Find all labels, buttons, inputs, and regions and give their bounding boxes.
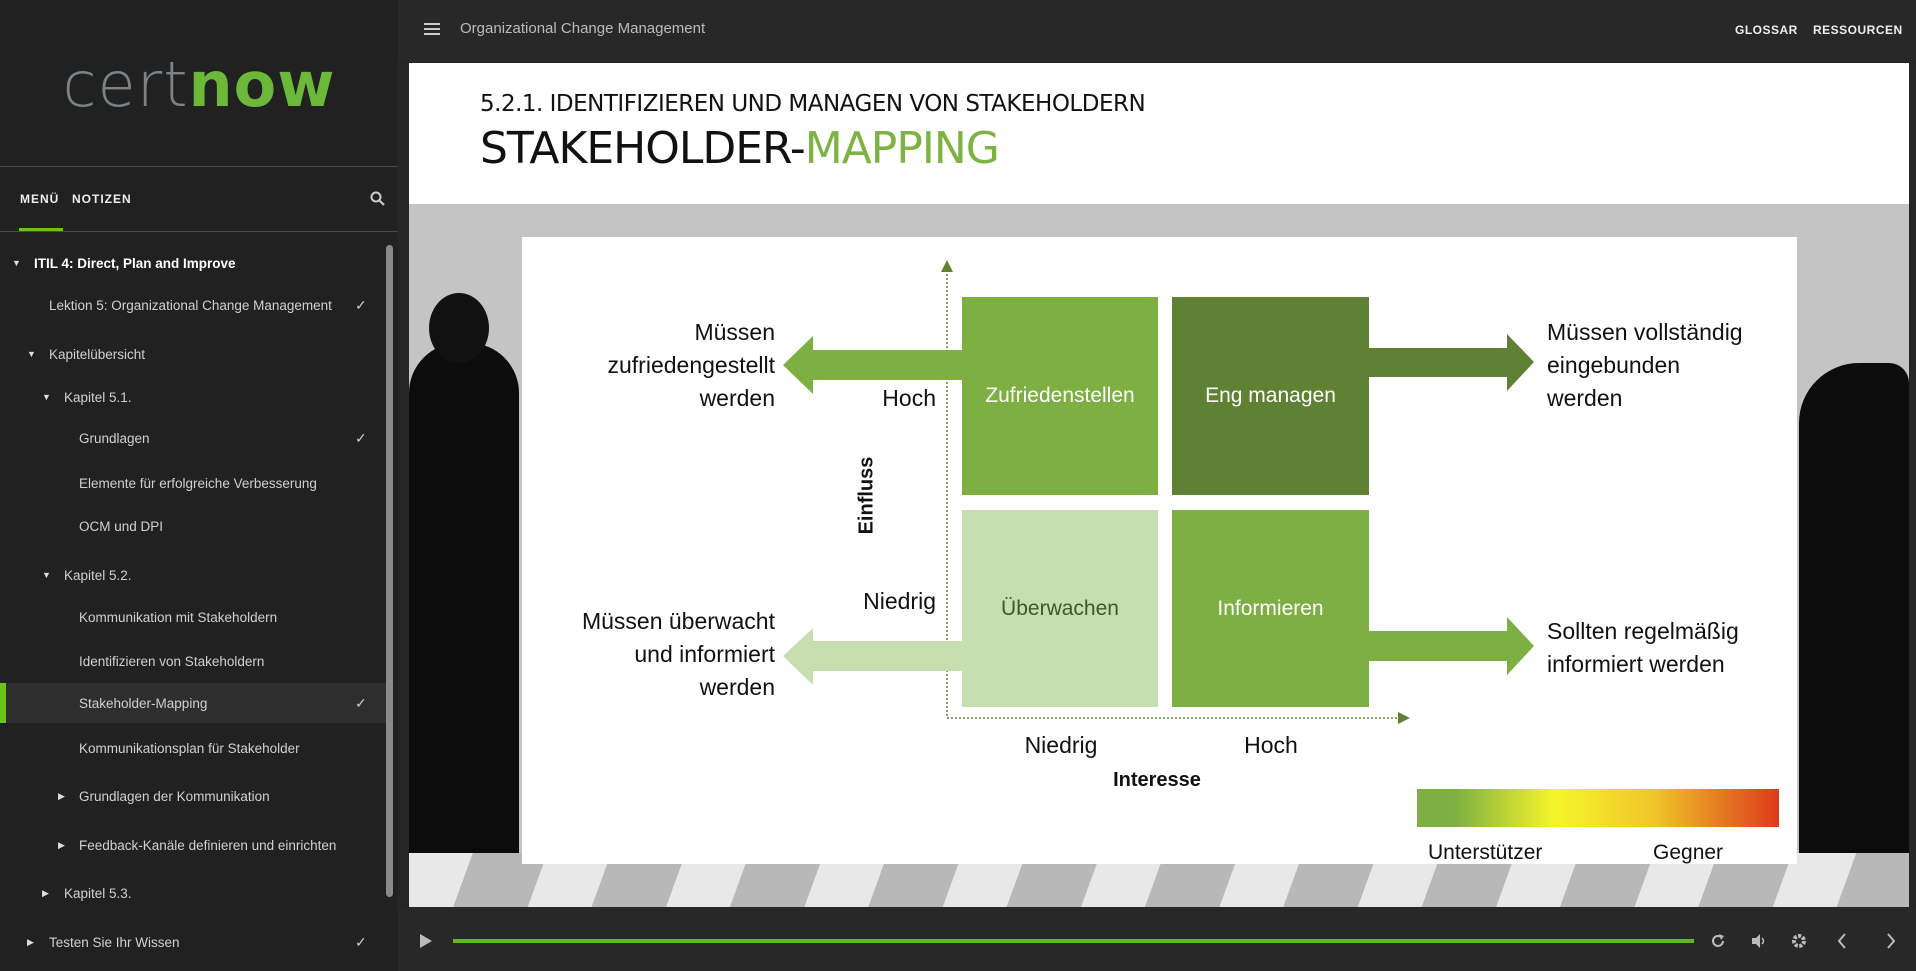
- caret-down-icon[interactable]: ▼: [42, 570, 51, 580]
- x-axis-low: Niedrig: [1024, 732, 1098, 758]
- check-icon: ✓: [355, 933, 367, 950]
- y-axis-high: Hoch: [882, 385, 936, 411]
- tree-item-label: Kapitel 5.2.: [64, 567, 132, 583]
- tree-item[interactable]: Kommunikation mit Stakeholdern: [0, 597, 386, 637]
- tree-item[interactable]: Kommunikationsplan für Stakeholder: [0, 728, 386, 768]
- top-bar: Organizational Change Management GLOSSAR…: [398, 0, 1916, 62]
- tree-item[interactable]: ▶ Grundlagen der Kommunikation: [0, 776, 386, 816]
- slide-header: 5.2.1. IDENTIFIZIEREN UND MANAGEN VON ST…: [409, 63, 1909, 204]
- ressourcen-link[interactable]: RESSOURCEN: [1813, 23, 1903, 37]
- search-icon[interactable]: [370, 191, 385, 206]
- caret-right-icon[interactable]: ▶: [27, 936, 34, 947]
- tree-item[interactable]: ▼ Kapitel 5.1.: [0, 377, 386, 417]
- arrow-right-top: [1369, 334, 1534, 391]
- caret-right-icon[interactable]: ▶: [58, 790, 65, 801]
- course-title: Organizational Change Management: [460, 20, 706, 37]
- glossar-link[interactable]: GLOSSAR: [1735, 23, 1798, 37]
- tree-item-label: Stakeholder-Mapping: [79, 695, 208, 711]
- tree-item[interactable]: ▼ Kapitelübersicht: [0, 334, 386, 374]
- next-slide-icon[interactable]: [1885, 932, 1897, 950]
- arrow-left-bottom: [783, 628, 962, 685]
- tab-notes[interactable]: NOTIZEN: [72, 192, 132, 206]
- tree-item[interactable]: Stakeholder-Mapping ✓: [0, 683, 386, 723]
- tree-item-label: Kommunikationsplan für Stakeholder: [79, 740, 300, 756]
- slide-title: STAKEHOLDER-MAPPING: [480, 123, 1000, 174]
- tab-menu[interactable]: MENÜ: [20, 192, 60, 206]
- volume-icon[interactable]: [1750, 932, 1768, 950]
- tree-item-label: Kommunikation mit Stakeholdern: [79, 609, 278, 625]
- silhouette: [429, 293, 489, 363]
- hamburger-menu-icon[interactable]: [424, 23, 440, 36]
- caret-down-icon[interactable]: ▼: [27, 349, 36, 359]
- quadrant-bottom-right: Informieren: [1172, 510, 1369, 707]
- quadrant-bottom-left: Überwachen: [962, 510, 1158, 707]
- caret-right-icon[interactable]: ▶: [42, 887, 49, 898]
- check-icon: ✓: [355, 429, 367, 446]
- check-icon: ✓: [355, 694, 367, 711]
- legend-supporter: Unterstützer: [1428, 841, 1543, 864]
- tree-item[interactable]: Grundlagen ✓: [0, 418, 386, 458]
- tree-item-label: Identifizieren von Stakeholdern: [79, 653, 265, 669]
- y-axis-label: Einfluss: [855, 456, 878, 535]
- settings-gear-icon[interactable]: [1790, 932, 1808, 950]
- caret-down-icon[interactable]: ▼: [12, 258, 21, 268]
- quadrant-top-left: Zufriedenstellen: [962, 297, 1158, 495]
- caret-right-icon[interactable]: ▶: [58, 839, 65, 850]
- tree-item[interactable]: ▶ Testen Sie Ihr Wissen ✓: [0, 922, 386, 962]
- tree-item-label: Testen Sie Ihr Wissen: [49, 934, 180, 950]
- x-axis-arrowhead: [1398, 712, 1410, 724]
- sidebar: certnow MENÜ NOTIZEN ▼ ITIL 4: Direct, Pl…: [0, 0, 398, 971]
- tree-item-label: Kapitel 5.3.: [64, 885, 132, 901]
- tree-item-label: ITIL 4: Direct, Plan and Improve: [34, 255, 236, 271]
- tree-item-label: Grundlagen: [79, 430, 150, 446]
- replay-icon[interactable]: [1709, 932, 1727, 950]
- tree-item[interactable]: ▼ ITIL 4: Direct, Plan and Improve: [0, 243, 386, 283]
- tree-item[interactable]: OCM und DPI: [0, 506, 386, 546]
- y-axis-arrowhead: [941, 260, 953, 272]
- tree-item-label: Kapitelübersicht: [49, 346, 146, 362]
- tree-item-label: Lektion 5: Organizational Change Managem…: [49, 297, 332, 313]
- quadrant-top-right: Eng managen: [1172, 297, 1369, 495]
- tree-item[interactable]: ▶ Feedback-Kanäle definieren und einricht…: [0, 825, 386, 865]
- previous-slide-icon[interactable]: [1836, 932, 1848, 950]
- progress-track[interactable]: [453, 939, 1694, 943]
- y-axis-low: Niedrig: [863, 588, 936, 614]
- tree-item-label: OCM und DPI: [79, 518, 164, 534]
- tree-item[interactable]: Elemente für erfolgreiche Verbesserung: [0, 463, 386, 503]
- tree-item-label: Elemente für erfolgreiche Verbesserung: [79, 475, 317, 491]
- arrow-left-top: [783, 336, 962, 394]
- slide-subtitle: 5.2.1. IDENTIFIZIEREN UND MANAGEN VON ST…: [480, 91, 1146, 117]
- silhouette: [409, 343, 519, 863]
- certnow-logo: certnow: [62, 48, 336, 121]
- support-gradient-legend: [1417, 789, 1779, 827]
- tree-item[interactable]: Lektion 5: Organizational Change Managem…: [0, 285, 386, 325]
- legend-opponent: Gegner: [1653, 841, 1724, 864]
- silhouette: [1799, 363, 1909, 853]
- x-axis-high: Hoch: [1244, 732, 1298, 758]
- sidebar-scrollbar[interactable]: [386, 245, 393, 897]
- diagram-card: [522, 237, 1797, 864]
- active-tab-indicator: [19, 228, 63, 231]
- tree-item[interactable]: Identifizieren von Stakeholdern: [0, 641, 386, 681]
- tree-item-label: Feedback-Kanäle definieren und einrichte…: [79, 837, 337, 853]
- arrow-right-bottom: [1369, 617, 1534, 675]
- divider: [0, 231, 398, 232]
- divider: [0, 166, 398, 167]
- tree-item-label: Kapitel 5.1.: [64, 389, 132, 405]
- tree-item-label: Grundlagen der Kommunikation: [79, 788, 270, 804]
- active-item-indicator: [0, 683, 6, 723]
- caret-down-icon[interactable]: ▼: [42, 392, 51, 402]
- tree-item[interactable]: ▼ Kapitel 5.2.: [0, 555, 386, 595]
- check-icon: ✓: [355, 296, 367, 313]
- x-axis-label: Interesse: [1113, 769, 1201, 791]
- progress-fill: [453, 939, 1694, 943]
- tree-item[interactable]: ▶ Kapitel 5.3.: [0, 873, 386, 913]
- play-icon[interactable]: [419, 933, 433, 949]
